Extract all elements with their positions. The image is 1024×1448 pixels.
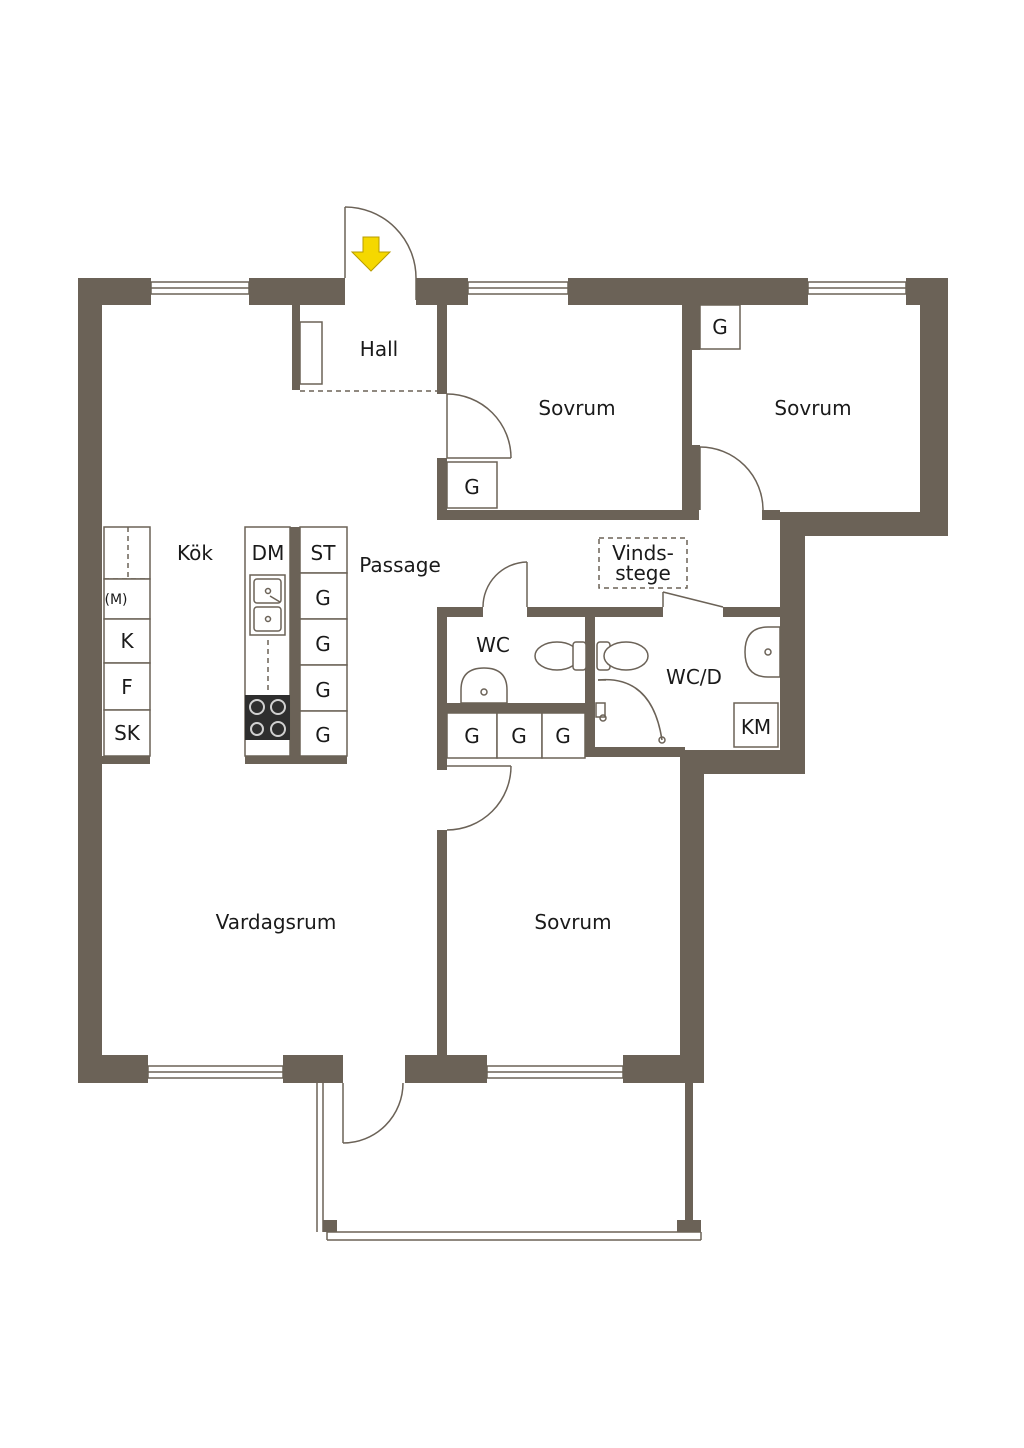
bedroom3-door	[446, 765, 512, 831]
attic-ladder-label-1: Vinds-	[612, 541, 674, 565]
hall-label: Hall	[360, 337, 398, 361]
svg-text:G: G	[712, 315, 728, 339]
wardrobe-bedroom1: G	[446, 461, 498, 509]
passage-label: Passage	[359, 553, 441, 577]
living-room-label: Vardagsrum	[216, 910, 337, 934]
kitchen-left-counter: (M) K F SK	[103, 526, 151, 757]
bedroom1-label: Sovrum	[538, 396, 615, 420]
bedroom2-door	[699, 446, 764, 511]
svg-text:G: G	[464, 475, 480, 499]
entrance-arrow-icon	[350, 236, 392, 272]
svg-text:G: G	[315, 586, 331, 610]
bedroom1-door	[446, 393, 512, 459]
stove-icon	[245, 695, 290, 740]
hall-details	[299, 321, 437, 392]
wc-label: WC	[476, 633, 510, 657]
svg-text:G: G	[315, 678, 331, 702]
kitchen-island: DM ST G G G G	[244, 526, 348, 757]
svg-text:G: G	[464, 724, 480, 748]
dishwasher-label: DM	[252, 541, 285, 565]
micro-label: (M)	[104, 592, 127, 608]
cabinet-label: SK	[114, 721, 141, 745]
outer-walls	[78, 278, 948, 1083]
attic-ladder	[598, 537, 688, 589]
wardrobe-bedroom2: G	[699, 304, 741, 350]
bedroom2-label: Sovrum	[774, 396, 851, 420]
sink-icon	[249, 574, 286, 636]
room-labels: Hall Sovrum Sovrum Kök Passage Vinds- st…	[177, 337, 852, 934]
washbasin-icon	[744, 626, 781, 678]
svg-text:G: G	[511, 724, 527, 748]
washbasin-icon	[460, 667, 508, 704]
svg-text:G: G	[555, 724, 571, 748]
interior-walls	[102, 302, 780, 1055]
balcony	[316, 1082, 702, 1241]
entrance-door	[344, 206, 417, 300]
freezer-label: F	[121, 675, 133, 699]
fridge-label: K	[120, 629, 134, 653]
wc-door	[482, 561, 528, 608]
toilet-icon	[596, 641, 649, 671]
kitchen-label: Kök	[177, 541, 213, 565]
bedroom3-label: Sovrum	[534, 910, 611, 934]
windows	[147, 281, 907, 1079]
svg-text:G: G	[315, 632, 331, 656]
wardrobes-passage: G G G	[446, 712, 586, 759]
washing-machine: KM	[733, 702, 779, 748]
toilet-icon	[534, 641, 587, 671]
svg-text:G: G	[315, 723, 331, 747]
wcd-label: WC/D	[666, 665, 722, 689]
stove-top-label: ST	[311, 541, 337, 565]
wcd-door	[662, 591, 724, 608]
shower-icon	[595, 678, 666, 744]
washing-machine-label: KM	[741, 715, 771, 739]
attic-ladder-label-2: stege	[615, 561, 671, 585]
